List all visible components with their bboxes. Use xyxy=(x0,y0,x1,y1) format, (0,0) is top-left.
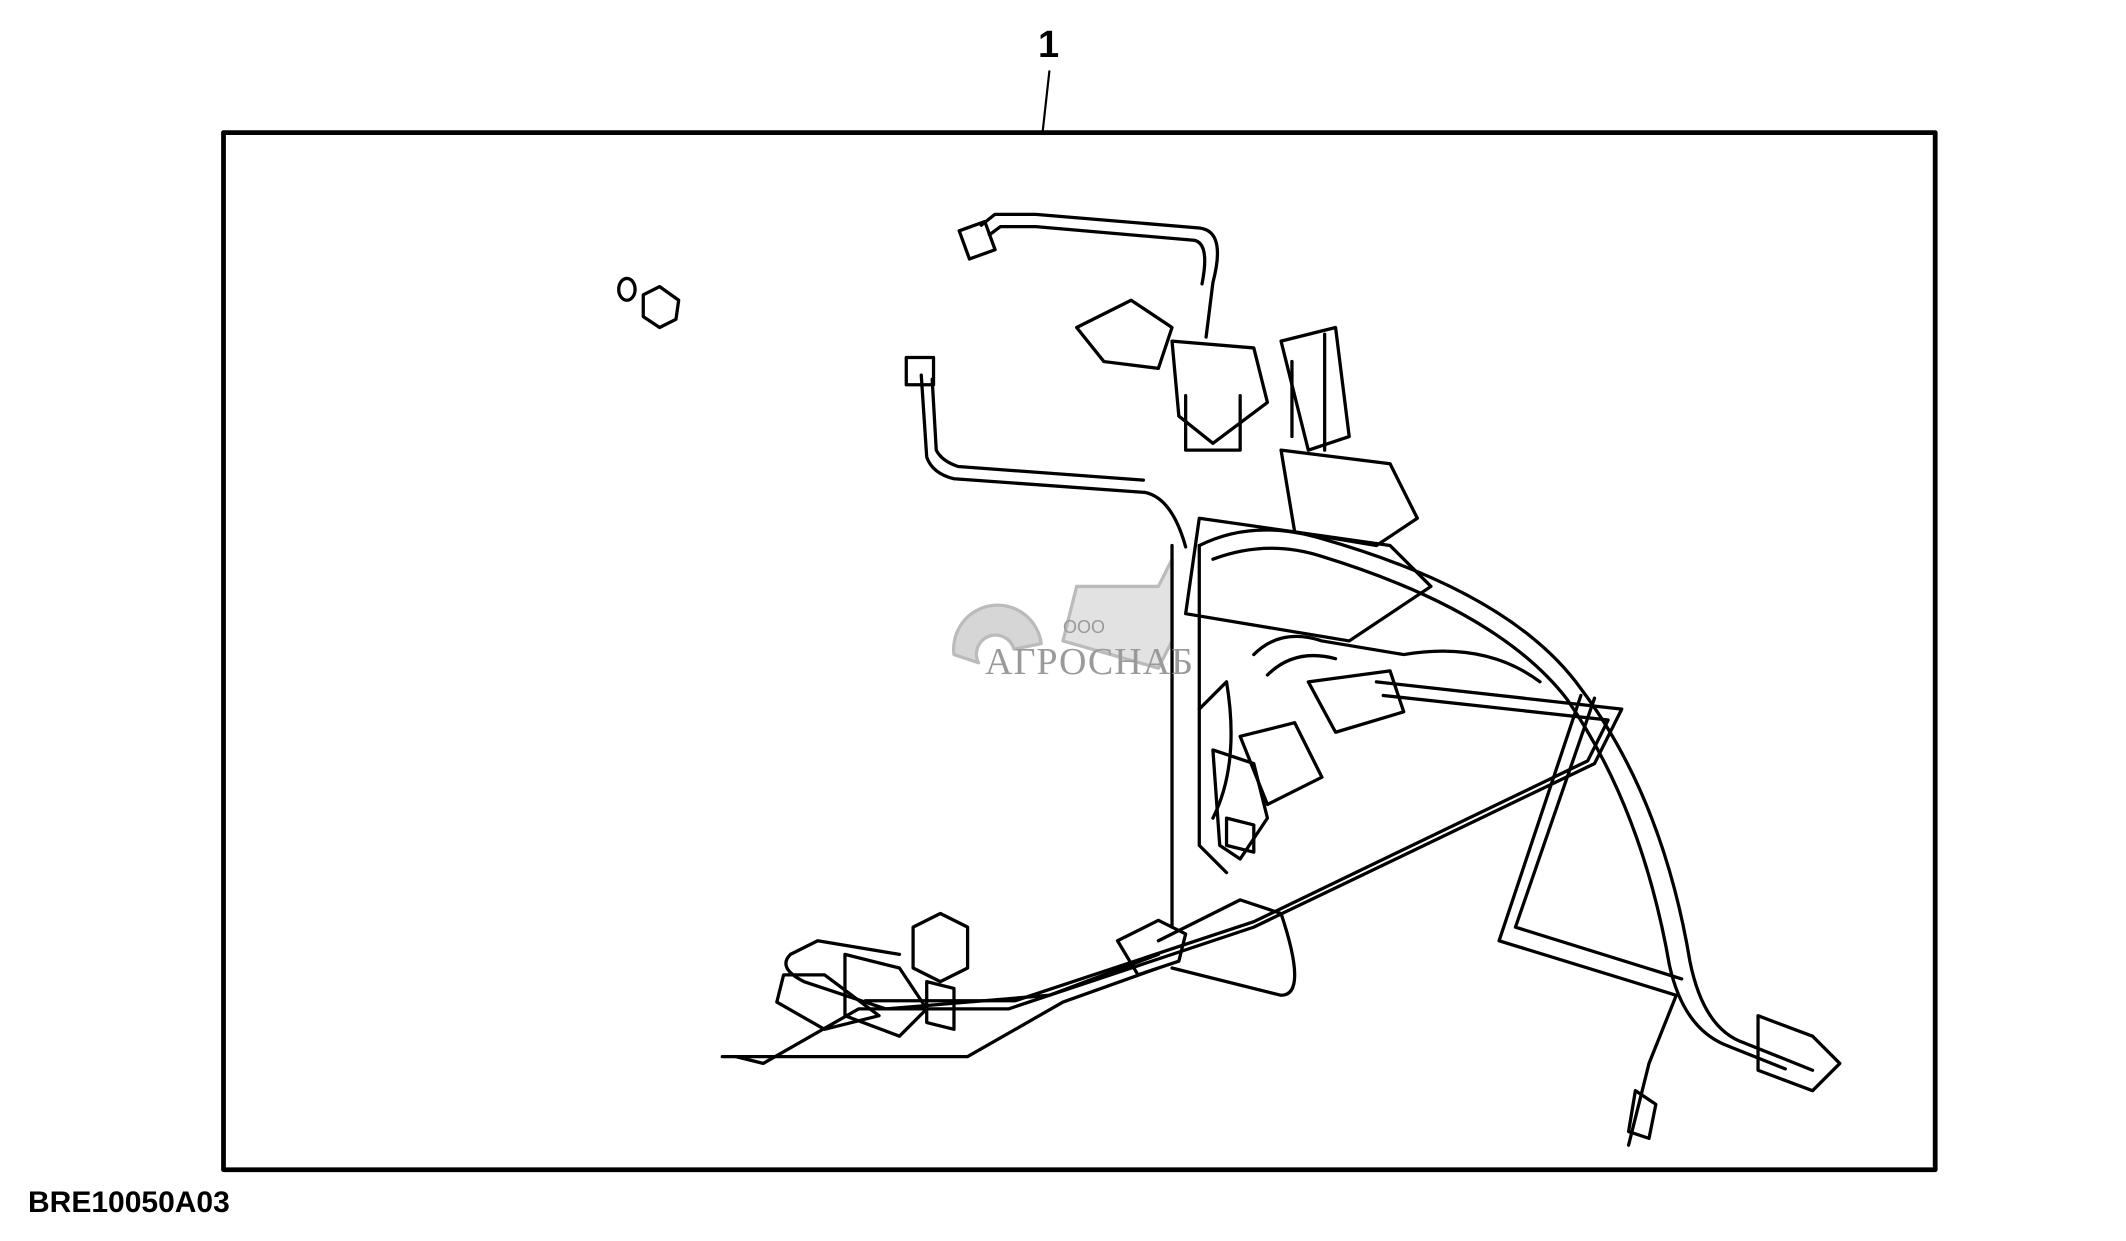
hydraulic-lines xyxy=(720,212,1842,1147)
plug-and-o-ring xyxy=(617,276,681,330)
watermark-name: АГРОСНАБ xyxy=(985,641,1194,683)
callout-number: 1 xyxy=(1038,24,1060,66)
kit-boundary-frame xyxy=(221,130,1938,1173)
watermark-prefix: ООО xyxy=(1063,617,1106,637)
figure-id: BRE10050A03 xyxy=(28,1186,230,1219)
callout-leader-line xyxy=(1041,70,1051,134)
